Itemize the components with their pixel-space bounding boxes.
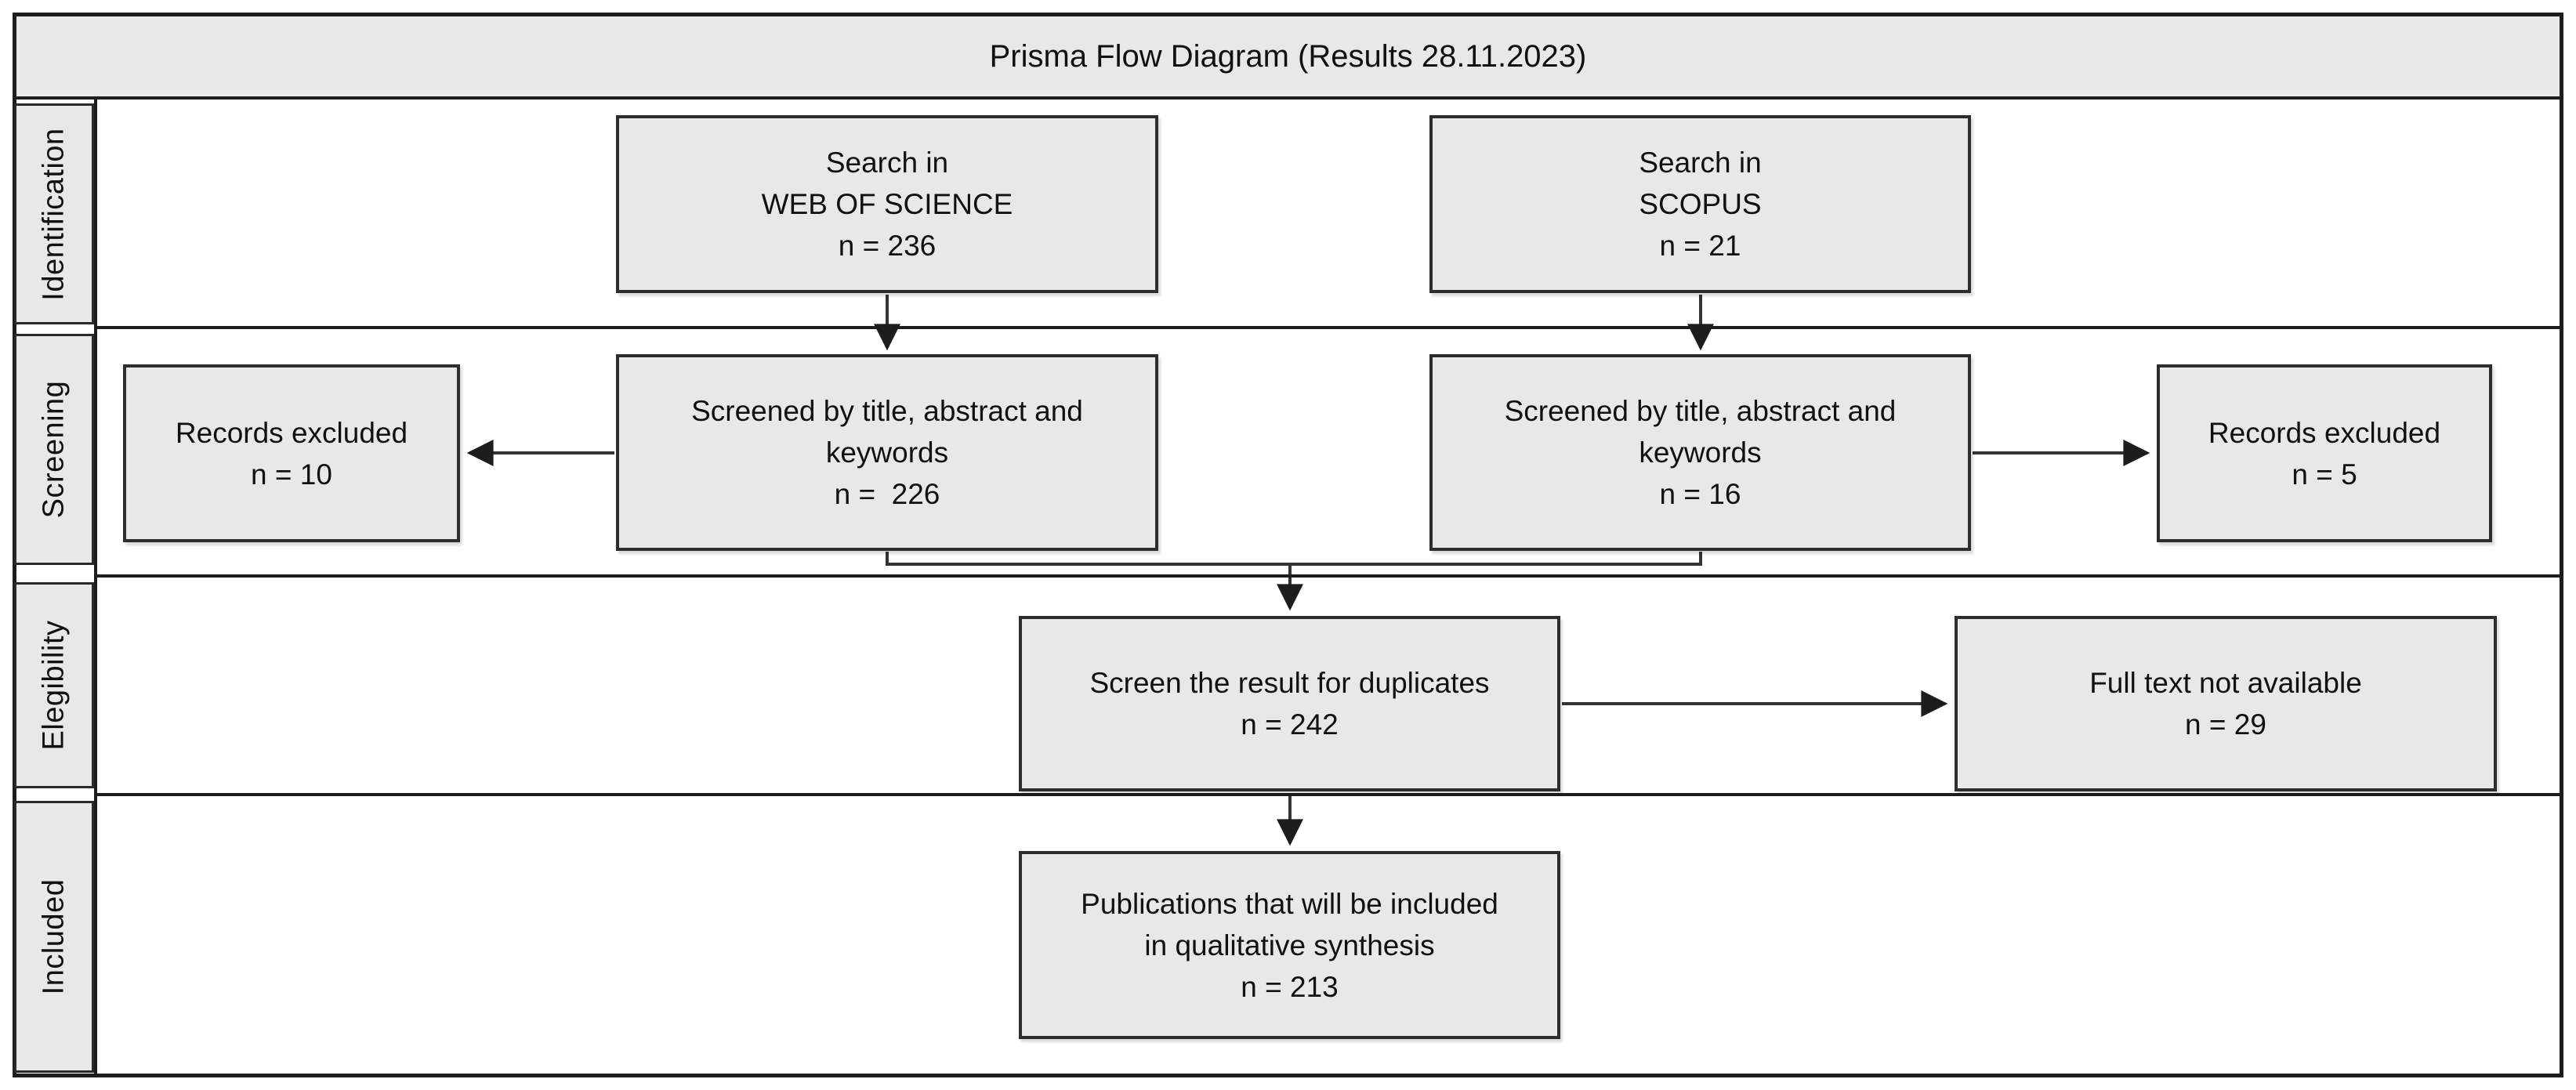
box-search-scopus-text: Search in SCOPUS n = 21 <box>1639 147 1762 262</box>
row-divider-elegibility-included <box>96 793 2563 796</box>
box-full-text-not-available-text: Full text not available n = 29 <box>2089 667 2362 741</box>
stage-label-screening: Screening <box>14 334 94 565</box>
stage-label-included: Included <box>14 801 94 1073</box>
stage-label-text: Identification <box>37 127 71 301</box>
box-search-scopus: Search in SCOPUS n = 21 <box>1429 115 1971 293</box>
box-records-excluded-scopus-text: Records excluded n = 5 <box>2208 416 2441 491</box>
box-records-excluded-wos: Records excluded n = 10 <box>123 364 460 542</box>
box-screened-wos: Screened by title, abstract and keywords… <box>616 354 1158 551</box>
stage-label-identification: Identification <box>14 103 94 324</box>
row-divider-screening-elegibility <box>96 574 2563 578</box>
box-screened-scopus-text: Screened by title, abstract and keywords… <box>1504 395 1897 510</box>
sidebar-column-divider <box>94 100 97 1077</box>
box-full-text-not-available: Full text not available n = 29 <box>1955 616 2497 791</box>
box-search-web-of-science: Search in WEB OF SCIENCE n = 236 <box>616 115 1158 293</box>
box-publications-included: Publications that will be included in qu… <box>1019 851 1560 1039</box>
diagram-title-bar: Prisma Flow Diagram (Results 28.11.2023) <box>13 13 2563 100</box>
box-screen-duplicates-text: Screen the result for duplicates n = 242 <box>1089 667 1490 741</box>
stage-label-text: Included <box>37 878 71 995</box>
box-search-web-of-science-text: Search in WEB OF SCIENCE n = 236 <box>761 147 1013 262</box>
box-screened-wos-text: Screened by title, abstract and keywords… <box>691 395 1083 510</box>
box-screened-scopus: Screened by title, abstract and keywords… <box>1429 354 1971 551</box>
box-records-excluded-wos-text: Records excluded n = 10 <box>175 416 408 491</box>
stage-label-elegibility: Elegibility <box>14 582 94 788</box>
diagram-title: Prisma Flow Diagram (Results 28.11.2023) <box>989 38 1587 74</box>
stage-label-text: Elegibility <box>37 620 71 751</box>
stage-label-text: Screening <box>37 380 71 519</box>
row-divider-identification-screening <box>96 326 2563 329</box>
box-publications-included-text: Publications that will be included in qu… <box>1081 887 1498 1003</box>
merge-connector-screened-to-duplicates <box>886 552 1702 566</box>
box-records-excluded-scopus: Records excluded n = 5 <box>2157 364 2492 542</box>
box-screen-duplicates: Screen the result for duplicates n = 242 <box>1019 616 1560 791</box>
